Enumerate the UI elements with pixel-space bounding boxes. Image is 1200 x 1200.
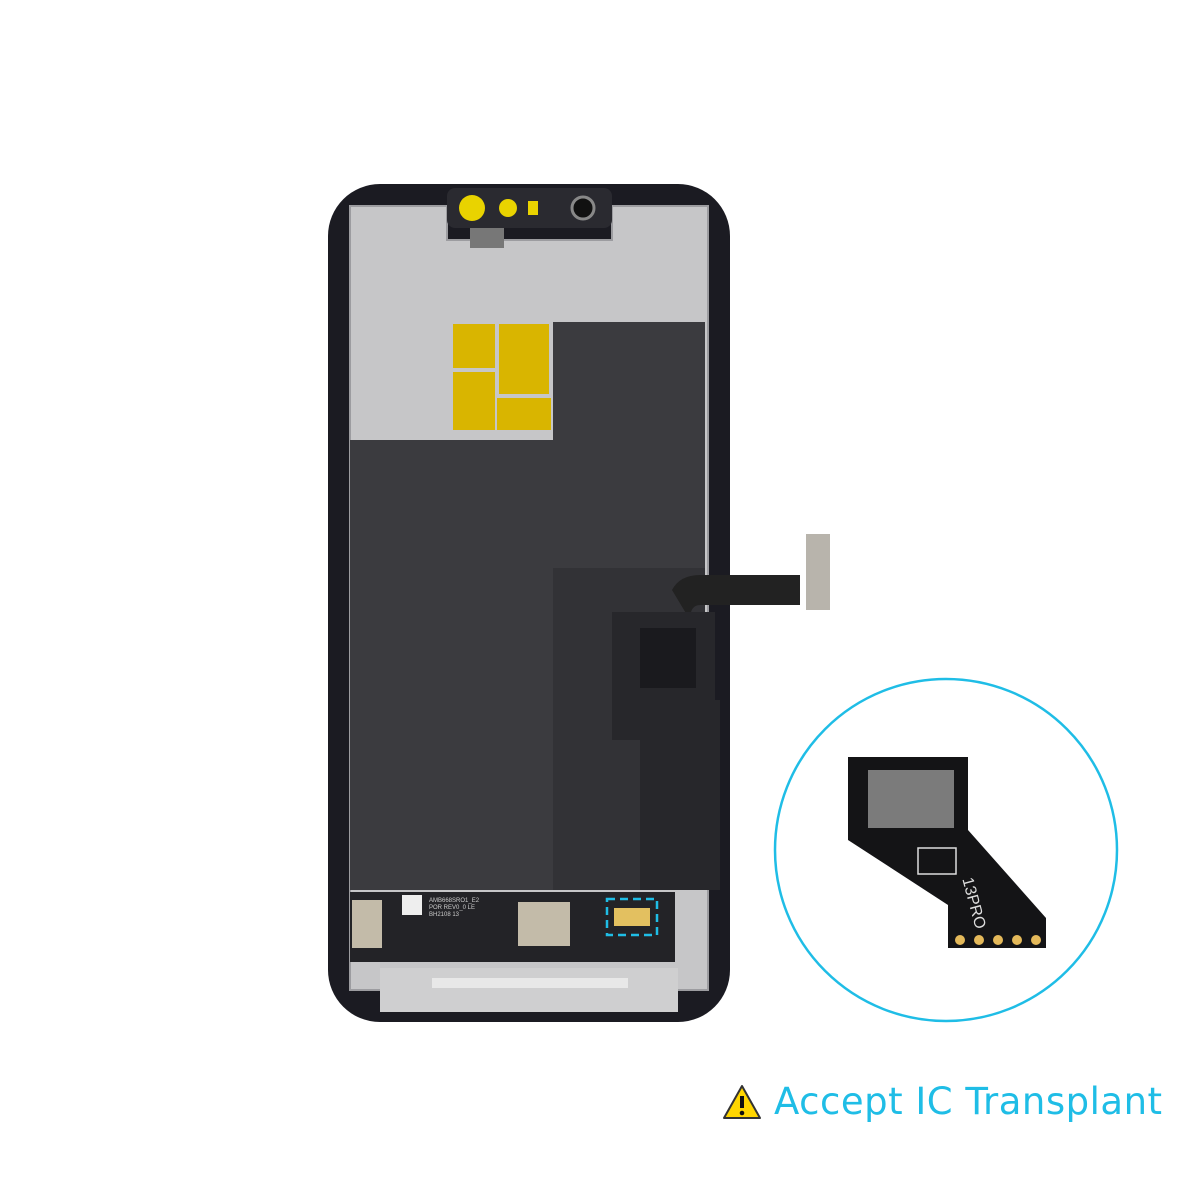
caption-text: Accept IC Transplant — [774, 1080, 1163, 1123]
kapton-tape — [453, 324, 551, 430]
caption: Accept IC Transplant — [722, 1080, 1163, 1123]
touch-ic — [640, 628, 696, 688]
oled-display-assembly: AMB668SRO1_E2 POR REV0_0 LE BH2108 13 — [328, 184, 830, 1022]
warning-triangle-icon — [723, 1084, 761, 1119]
ic-connector-highlight — [605, 897, 659, 937]
label-line: AMB668SRO1_E2 — [429, 898, 480, 904]
flex-connector — [806, 534, 830, 610]
label-line: POR REV0_0 LE — [429, 905, 475, 911]
ic-board-detail: 13PRO — [773, 677, 1119, 1023]
label-line: BH2108 13 — [429, 912, 460, 918]
